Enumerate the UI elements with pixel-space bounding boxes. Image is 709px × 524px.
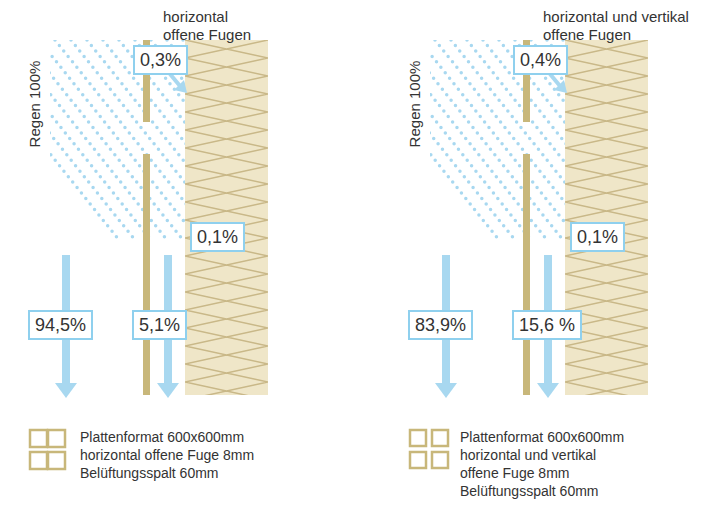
- percent-value: 0,1%: [577, 226, 618, 248]
- percent-box: 83,9%: [408, 310, 473, 340]
- insulation: [565, 40, 648, 395]
- percent-value: 0,1%: [197, 226, 238, 248]
- rain-label: Regen 100%: [406, 59, 424, 149]
- cladding-panel: [523, 154, 530, 395]
- rain-label: Regen 100%: [26, 59, 44, 149]
- heading: horizontal offene Fugen: [163, 8, 273, 44]
- percent-box: 5,1%: [132, 310, 187, 340]
- legend-text: Plattenformat 600x600mm horizontal offen…: [80, 428, 280, 482]
- percent-value: 0,3%: [140, 49, 181, 71]
- percent-box: 15,6 %: [512, 310, 582, 340]
- percent-box: 0,1%: [570, 222, 625, 252]
- percent-value: 83,9%: [415, 314, 466, 336]
- percent-box: 94,5%: [28, 310, 93, 340]
- percent-value: 15,6 %: [519, 314, 575, 336]
- rain-dots: [430, 40, 565, 240]
- insulation-pattern: [565, 40, 648, 395]
- percent-value: 5,1%: [139, 314, 180, 336]
- water-arrows: [55, 74, 567, 398]
- heading: horizontal und vertikal offene Fugen: [543, 8, 709, 44]
- cladding-panel: [143, 154, 150, 395]
- insulation-pattern: [185, 40, 268, 395]
- percent-box: 0,3%: [133, 45, 188, 75]
- percent-value: 0,4%: [520, 49, 561, 71]
- percent-box: 0,4%: [513, 45, 568, 75]
- insulation: [185, 40, 268, 395]
- rain-dots: [50, 40, 185, 240]
- percent-value: 94,5%: [35, 314, 86, 336]
- legend-text: Plattenformat 600x600mm horizontal und v…: [460, 428, 638, 500]
- percent-box: 0,1%: [190, 222, 245, 252]
